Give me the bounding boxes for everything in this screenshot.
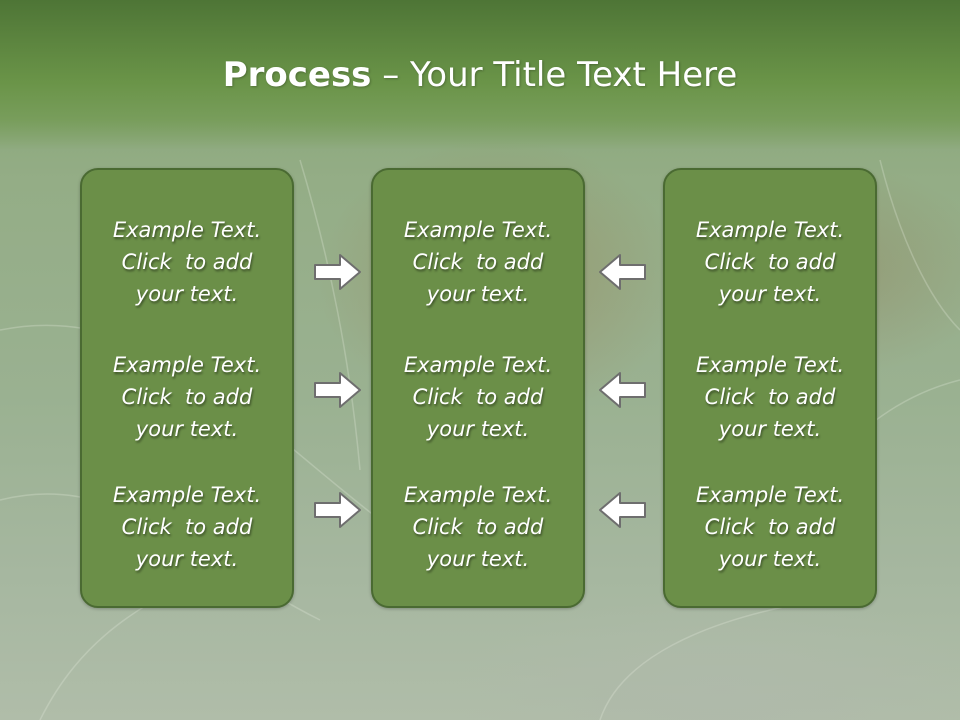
text-line: Example Text. (695, 483, 845, 507)
text-line: Click to add (704, 250, 836, 274)
text-line: your text. (718, 282, 822, 306)
title-bold: Process (222, 55, 372, 95)
text-line: Click to add (412, 385, 544, 409)
text-line: your text. (718, 547, 822, 571)
left-panel[interactable]: Example Text. Click to add your text. Ex… (80, 168, 294, 608)
text-line: Click to add (121, 385, 253, 409)
text-line: your text. (426, 417, 530, 441)
text-line: Example Text. (112, 218, 262, 242)
text-block[interactable]: Example Text. Click to add your text. (82, 214, 292, 310)
arrow-right-icon[interactable] (313, 370, 363, 410)
text-block[interactable]: Example Text. Click to add your text. (82, 349, 292, 445)
text-line: Example Text. (112, 353, 262, 377)
text-block[interactable]: Example Text. Click to add your text. (665, 214, 875, 310)
text-line: Click to add (121, 250, 253, 274)
text-line: Example Text. (403, 483, 553, 507)
arrow-right-icon[interactable] (313, 252, 363, 292)
arrow-left-icon[interactable] (597, 252, 647, 292)
text-line: Example Text. (695, 218, 845, 242)
arrow-left-icon[interactable] (597, 370, 647, 410)
text-block[interactable]: Example Text. Click to add your text. (665, 349, 875, 445)
text-line: Click to add (121, 515, 253, 539)
text-line: Example Text. (695, 353, 845, 377)
arrow-right-icon[interactable] (313, 490, 363, 530)
right-panel[interactable]: Example Text. Click to add your text. Ex… (663, 168, 877, 608)
text-line: Click to add (412, 250, 544, 274)
text-line: Click to add (704, 385, 836, 409)
slide-title[interactable]: Process – Your Title Text Here (0, 52, 960, 98)
text-block[interactable]: Example Text. Click to add your text. (373, 479, 583, 575)
text-line: your text. (718, 417, 822, 441)
title-rest: – Your Title Text Here (371, 55, 738, 95)
text-line: Click to add (412, 515, 544, 539)
text-line: Example Text. (403, 218, 553, 242)
text-line: your text. (426, 282, 530, 306)
arrow-left-icon[interactable] (597, 490, 647, 530)
text-block[interactable]: Example Text. Click to add your text. (82, 479, 292, 575)
text-line: your text. (135, 282, 239, 306)
title-band (0, 0, 960, 150)
text-line: Example Text. (403, 353, 553, 377)
text-line: your text. (135, 417, 239, 441)
text-line: Example Text. (112, 483, 262, 507)
text-block[interactable]: Example Text. Click to add your text. (373, 349, 583, 445)
text-line: your text. (135, 547, 239, 571)
text-block[interactable]: Example Text. Click to add your text. (373, 214, 583, 310)
text-line: Click to add (704, 515, 836, 539)
text-line: your text. (426, 547, 530, 571)
text-block[interactable]: Example Text. Click to add your text. (665, 479, 875, 575)
middle-panel[interactable]: Example Text. Click to add your text. Ex… (371, 168, 585, 608)
